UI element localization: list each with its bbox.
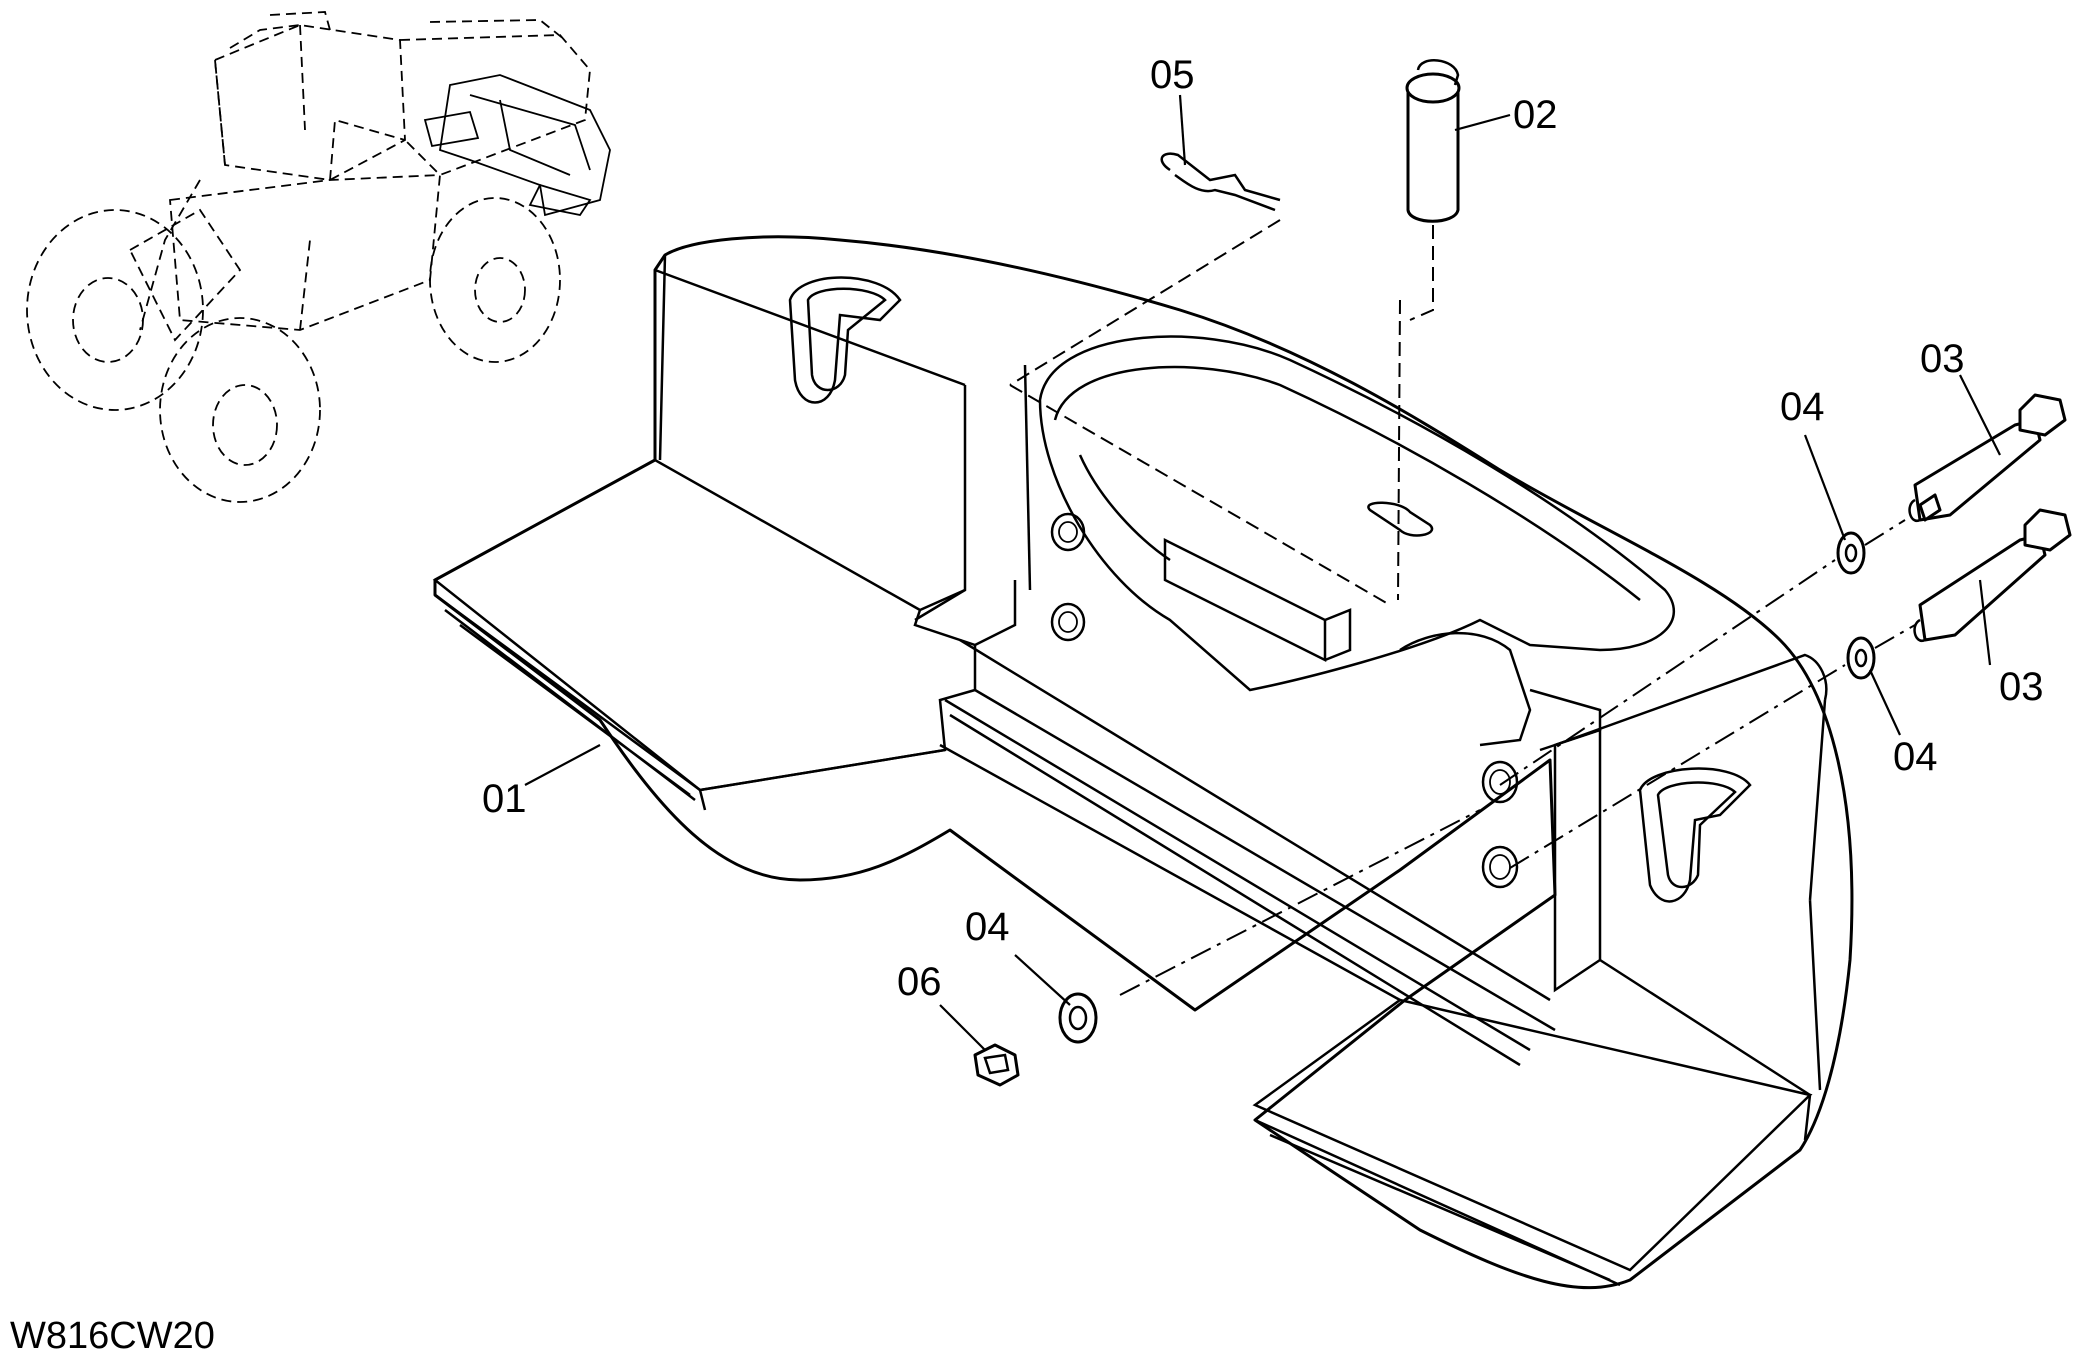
bolt-03-upper: [1908, 393, 2067, 523]
machine-locator-thumbnail: [26, 11, 611, 503]
pin-02: [1405, 59, 1461, 223]
leader-lines: [524, 94, 2001, 1051]
callout-04-front: 04: [965, 905, 1010, 949]
callout-02: 02: [1513, 93, 1558, 137]
assembly-lines: [1009, 219, 1916, 996]
callout-04-upper-right: 04: [1780, 385, 1825, 429]
bolt-03-lower: [1913, 508, 2072, 643]
callout-05: 05: [1150, 53, 1195, 97]
washer-04-front: [1058, 992, 1098, 1044]
drawing-code: W816CW20: [10, 1315, 215, 1357]
callout-03-lower: 03: [1999, 665, 2044, 709]
washer-04-upper-right: [1836, 531, 1866, 575]
clip-05: [1160, 152, 1281, 212]
counterweight-body: [432, 235, 1854, 1290]
callout-labels: 01 02 03 03 04 04 04 05 06: [482, 53, 2044, 1004]
callout-03-upper: 03: [1920, 337, 1965, 381]
washer-04-lower-right: [1846, 636, 1876, 680]
callout-01: 01: [482, 777, 527, 821]
nut-06: [973, 1043, 1020, 1087]
callout-06: 06: [897, 960, 942, 1004]
callout-04-lower-right: 04: [1893, 735, 1938, 779]
